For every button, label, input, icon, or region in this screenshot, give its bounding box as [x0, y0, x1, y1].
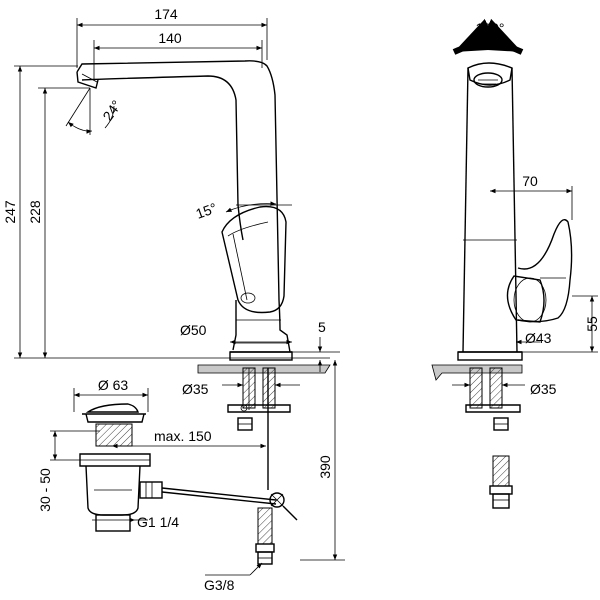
dim-120-label: 120°: [476, 20, 505, 36]
dim-247: 247: [2, 65, 330, 359]
dim-55-label: 55: [584, 316, 600, 332]
dim-g38-label: G3/8: [204, 577, 235, 593]
dim-dia-35-side: Ø35: [452, 381, 557, 397]
dim-g38: G3/8: [204, 562, 263, 593]
dim-dia-35-front-label: Ø35: [182, 381, 209, 397]
dim-228-label: 228: [27, 200, 43, 224]
dim-390: 390: [300, 360, 345, 561]
dim-dia-43: Ø43: [516, 330, 552, 346]
dim-dia-35-front: Ø35: [182, 381, 300, 397]
dim-15-angle: 15°: [194, 200, 292, 222]
supply-hose-front: [255, 507, 275, 565]
dim-g114: G1 1/4: [92, 514, 179, 530]
dim-30-50: 30 - 50: [37, 430, 100, 512]
dim-max-150-label: max. 150: [154, 428, 212, 444]
dim-174: 174: [76, 6, 268, 68]
dim-dia-63-label: Ø 63: [98, 377, 129, 393]
drain-assembly: [79, 368, 298, 532]
dim-dia-43-label: Ø43: [525, 330, 552, 346]
dim-70: 70: [490, 173, 573, 220]
dim-max-150: max. 150: [112, 428, 266, 449]
front-base: [197, 351, 331, 431]
side-faucet-body: [431, 18, 573, 509]
dim-140: 140: [93, 30, 263, 80]
dim-24-label: 24°: [99, 97, 124, 124]
dim-120: 120°: [476, 20, 505, 36]
dim-247-label: 247: [2, 200, 18, 224]
dim-174-label: 174: [154, 6, 178, 22]
dim-24-angle: 24°: [65, 87, 125, 135]
dim-55: 55: [522, 295, 600, 353]
dim-390-label: 390: [317, 455, 333, 479]
dim-5-label: 5: [318, 319, 326, 335]
dim-70-label: 70: [522, 173, 538, 189]
dim-30-50-label: 30 - 50: [37, 468, 53, 512]
dim-dia-35-side-label: Ø35: [530, 381, 557, 397]
dim-5: 5: [292, 319, 340, 372]
dim-dia-63: Ø 63: [73, 377, 149, 412]
dim-140-label: 140: [158, 30, 182, 46]
dim-g114-label: G1 1/4: [137, 514, 179, 530]
dim-228: 228: [27, 87, 90, 358]
dim-dia-50-label: Ø50: [180, 322, 207, 338]
dim-15-label: 15°: [194, 200, 219, 222]
dim-dia-50: Ø50: [180, 322, 292, 345]
